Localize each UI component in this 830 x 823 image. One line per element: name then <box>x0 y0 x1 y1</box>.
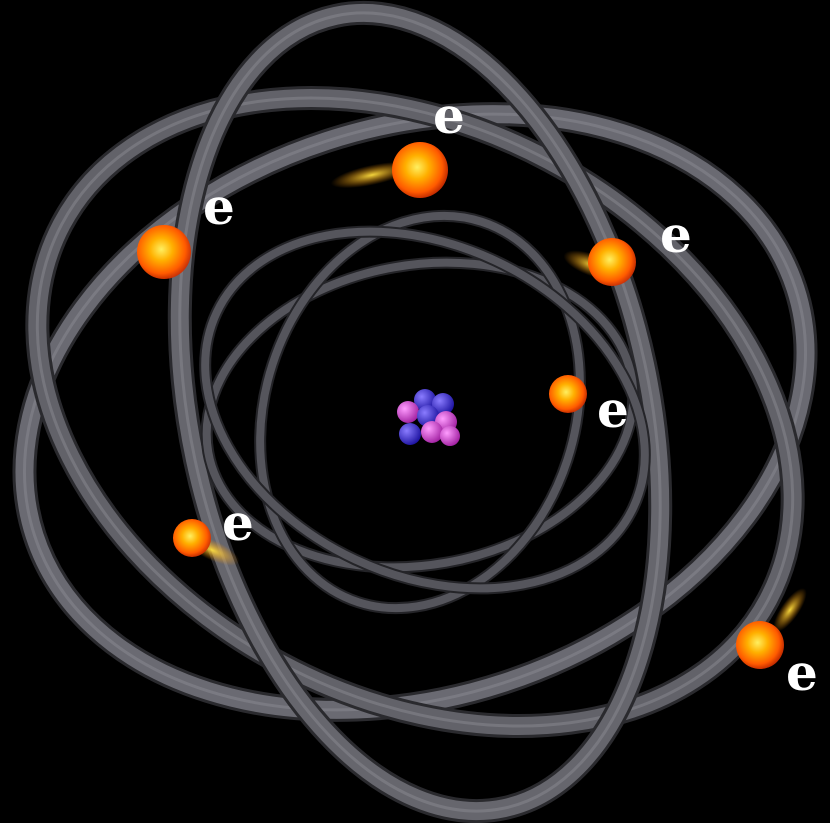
electron <box>137 225 191 279</box>
proton <box>440 426 460 446</box>
electron-label: e <box>660 205 692 264</box>
electron-label: e <box>433 86 465 145</box>
proton <box>397 401 419 423</box>
electron-label: e <box>203 177 235 236</box>
proton <box>421 421 443 443</box>
electron <box>549 375 587 413</box>
electron-label: e <box>222 493 254 552</box>
electron-label: e <box>597 380 629 439</box>
electron-label: e <box>786 643 818 702</box>
neutron <box>399 423 421 445</box>
